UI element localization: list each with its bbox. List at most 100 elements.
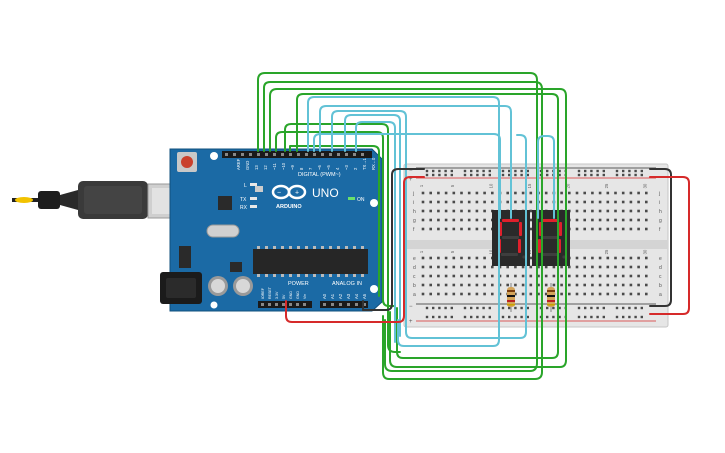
wire-red[interactable] — [649, 176, 690, 315]
wire-black[interactable] — [649, 168, 672, 307]
wire-cyan[interactable] — [355, 121, 396, 343]
seven-segment-display-2[interactable] — [532, 210, 570, 266]
digital-pin-label: GND — [245, 161, 250, 170]
column-number: 1 — [419, 184, 424, 187]
digital-pin-label: ~3 — [344, 165, 349, 170]
row-letter: c — [659, 274, 662, 280]
analog-pin-label: A3 — [346, 293, 351, 299]
row-letter: d — [413, 265, 416, 271]
digital-pin-label: 2 — [353, 167, 358, 170]
board-model-label: UNO — [312, 186, 339, 200]
digital-pin-label: 13 — [254, 165, 259, 170]
rail-plus-top: + — [409, 177, 413, 183]
row-letter: i — [413, 200, 414, 206]
wire-green[interactable] — [289, 145, 380, 297]
power-pin-label: RESET — [268, 286, 272, 299]
led-rx-icon — [250, 205, 257, 208]
row-letter: h — [659, 209, 662, 215]
power-pin-label: IOREF — [261, 287, 265, 299]
column-number: 5 — [450, 250, 455, 253]
column-number: 1 — [419, 250, 424, 253]
row-letter: e — [413, 256, 416, 262]
row-letter: j — [412, 191, 414, 197]
power-pin-label: GND — [296, 291, 300, 299]
row-letter: a — [413, 292, 416, 298]
digital-pin-label: 12 — [263, 165, 268, 170]
wire-cyan[interactable] — [307, 96, 500, 347]
wire-cyan[interactable] — [331, 110, 527, 339]
column-number: 25 — [604, 183, 609, 188]
column-number: 10 — [488, 183, 493, 188]
digital-pin-label: 8 — [299, 167, 304, 170]
wire-green[interactable] — [296, 93, 559, 359]
row-letter: h — [413, 209, 416, 215]
column-number: 25 — [604, 249, 609, 254]
wire-green[interactable] — [284, 123, 401, 353]
board-brand-label: ARDUINO — [276, 204, 302, 210]
analog-header[interactable] — [320, 301, 368, 308]
wire-cyan[interactable] — [319, 105, 512, 219]
row-letter: f — [659, 227, 661, 233]
row-letter: g — [659, 218, 662, 224]
wire-cyan[interactable] — [537, 135, 555, 219]
power-led-label: ON — [357, 197, 365, 203]
analog-pin-label: A0 — [322, 293, 327, 299]
row-letter: c — [413, 274, 416, 280]
analog-header-label: ANALOG IN — [332, 281, 362, 287]
power-pin-label: Vin — [303, 294, 307, 299]
svg-text:+: + — [295, 190, 299, 197]
digital-pin-label: ~11 — [272, 163, 277, 170]
row-letter: j — [658, 191, 660, 197]
svg-text:−: − — [277, 190, 281, 197]
power-pin-label: 5V — [282, 294, 286, 299]
row-letter: f — [413, 227, 415, 233]
led-tx-label: TX — [240, 197, 247, 203]
row-letter: a — [659, 292, 662, 298]
led-tx-icon — [250, 197, 257, 200]
column-number: 20 — [565, 183, 570, 188]
rail-plus-bottom: + — [409, 319, 413, 325]
row-letter: g — [413, 218, 416, 224]
led-l-icon — [250, 183, 257, 186]
column-number: 10 — [488, 249, 493, 254]
wire-green[interactable] — [257, 72, 538, 372]
resistor-2[interactable] — [547, 283, 555, 312]
wires[interactable] — [257, 72, 690, 380]
wire-cyan[interactable] — [313, 133, 501, 219]
wire-red[interactable] — [285, 176, 425, 323]
row-letter: d — [659, 265, 662, 271]
rail-minus-top: − — [409, 168, 413, 174]
analog-pin-label: A5 — [362, 293, 367, 299]
digital-header-label: DIGITAL (PWM~) — [298, 172, 341, 178]
analog-pin-label: A1 — [330, 293, 335, 299]
row-letter: i — [659, 200, 660, 206]
analog-pin-label: A2 — [338, 293, 343, 299]
row-letter: b — [659, 283, 662, 289]
atmega-chip — [253, 249, 368, 274]
digital-pin-label: RX←0 — [371, 157, 376, 170]
rail-minus-bottom: − — [409, 304, 413, 310]
analog-pin-label: A4 — [354, 293, 359, 299]
power-led-icon — [348, 197, 355, 200]
digital-pin-label: TX→1 — [362, 157, 367, 170]
wire-cyan[interactable] — [344, 114, 401, 337]
wire-green[interactable] — [263, 81, 543, 380]
wire-black[interactable] — [362, 168, 425, 311]
resistor-1[interactable] — [507, 283, 515, 312]
row-letter: e — [659, 256, 662, 262]
power-pin-label: GND — [289, 291, 293, 299]
power-header-label: POWER — [288, 281, 309, 287]
digital-pin-label: ~6 — [317, 165, 322, 170]
row-letter: b — [413, 283, 416, 289]
led-l-label: L — [244, 183, 247, 189]
wire-green[interactable] — [269, 88, 567, 368]
digital-pin-label: 4 — [335, 167, 340, 170]
digital-pin-label: ~9 — [290, 165, 295, 170]
led-rx-label: RX — [240, 205, 248, 211]
power-pin-label: 3.3V — [275, 291, 279, 299]
digital-pin-label: 7 — [308, 167, 313, 170]
column-number: 5 — [450, 184, 455, 187]
digital-pin-label: ~10 — [281, 162, 286, 170]
